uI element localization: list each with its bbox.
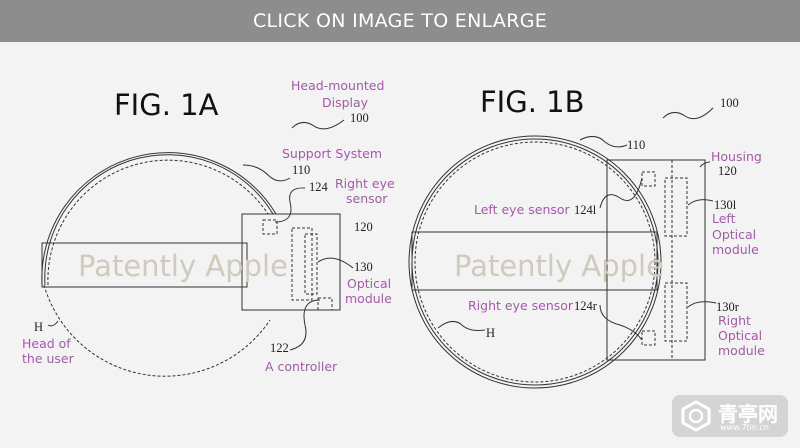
- fig-1a: FIG. 1A Patently Apple Head-mounted Disp…: [22, 78, 395, 377]
- ref-h: H: [486, 326, 495, 340]
- fig-1a-title: FIG. 1A: [114, 88, 219, 122]
- optical-module-130-inner: [304, 233, 318, 295]
- label-left-eye-sensor: Left eye sensor: [474, 202, 571, 217]
- ref-120: 120: [718, 164, 737, 178]
- label-hmd-2: Display: [322, 95, 369, 110]
- ref-110: 110: [627, 138, 645, 152]
- label-optical: Optical: [712, 227, 756, 242]
- label-housing: Housing: [711, 149, 762, 164]
- label-optical: Optical: [347, 276, 391, 291]
- support-system-inner: [44, 154, 274, 286]
- fig-1b: FIG. 1B Patently Apple 100 110 Housing 1…: [408, 85, 765, 389]
- label-support-system: Support System: [282, 146, 382, 161]
- label-module-r: module: [718, 343, 765, 358]
- leader-100: [662, 107, 714, 120]
- right-optical-module-130r: [664, 282, 688, 342]
- ref-124: 124: [309, 180, 329, 194]
- click-to-enlarge-banner[interactable]: CLICK ON IMAGE TO ENLARGE: [0, 0, 800, 42]
- label-head-of: Head of: [22, 336, 71, 351]
- logo-name: 青亭网: [718, 402, 778, 426]
- leader-122: [289, 299, 321, 351]
- leader-110: [579, 136, 628, 148]
- fig-1b-title: FIG. 1B: [480, 85, 585, 119]
- head-outline: [414, 141, 656, 383]
- strap: [411, 231, 658, 291]
- strap: [41, 242, 248, 288]
- ref-100: 100: [350, 111, 369, 125]
- leader-130: [317, 257, 354, 269]
- watermark: Patently Apple: [78, 249, 288, 283]
- banner-text: CLICK ON IMAGE TO ENLARGE: [252, 10, 548, 32]
- label-the-user: the user: [22, 351, 75, 366]
- ref-130l: 130l: [714, 198, 737, 212]
- label-left: Left: [712, 211, 736, 226]
- leader-100: [291, 119, 345, 130]
- right-eye-sensor-124: [262, 219, 278, 235]
- right-eye-sensor-124r: [641, 330, 656, 346]
- watermark: Patently Apple: [454, 249, 664, 283]
- left-eye-sensor-124l: [641, 171, 656, 187]
- support-system-110: [408, 135, 662, 389]
- ref-130r: 130r: [716, 300, 740, 314]
- ref-122: 122: [270, 341, 289, 355]
- head-outline-top: [47, 159, 269, 286]
- leader-110: [242, 164, 291, 182]
- leader-130l: [687, 199, 714, 206]
- housing-120: [606, 159, 706, 361]
- label-controller: A controller: [265, 359, 338, 374]
- ref-124l: 124l: [574, 203, 597, 217]
- label-right-eye: Right eye: [335, 176, 395, 191]
- head-outline: [43, 284, 271, 377]
- controller-122: [317, 297, 333, 311]
- ref-h: H: [34, 320, 43, 334]
- leader-130r: [687, 301, 717, 308]
- leader-124l: [599, 177, 643, 209]
- leader-h: [437, 321, 486, 331]
- label-right: Right: [718, 313, 751, 328]
- ref-120: 120: [354, 220, 373, 234]
- optical-module-130: [291, 227, 313, 301]
- label-hmd-1: Head-mounted: [291, 78, 384, 93]
- ref-130: 130: [354, 260, 373, 274]
- ref-110: 110: [292, 163, 310, 177]
- label-module: module: [712, 242, 759, 257]
- leader-124r: [599, 304, 643, 341]
- leader-124: [274, 187, 306, 223]
- label-module: module: [345, 291, 392, 306]
- label-optical-r: Optical: [718, 328, 762, 343]
- logo-url: www.7tin.cn: [720, 423, 769, 432]
- support-system: [41, 152, 277, 286]
- hexagon-camera-icon: [681, 400, 711, 432]
- ref-124r: 124r: [574, 299, 598, 313]
- ref-100: 100: [720, 96, 739, 110]
- site-logo: 青亭网 www.7tin.cn: [672, 395, 788, 437]
- housing-120: [241, 213, 341, 311]
- left-optical-module-130l: [664, 177, 688, 237]
- label-sensor: sensor: [346, 191, 388, 206]
- label-right-eye-sensor: Right eye sensor: [468, 298, 574, 313]
- leader-h: [47, 320, 59, 327]
- leader-120: [699, 161, 711, 168]
